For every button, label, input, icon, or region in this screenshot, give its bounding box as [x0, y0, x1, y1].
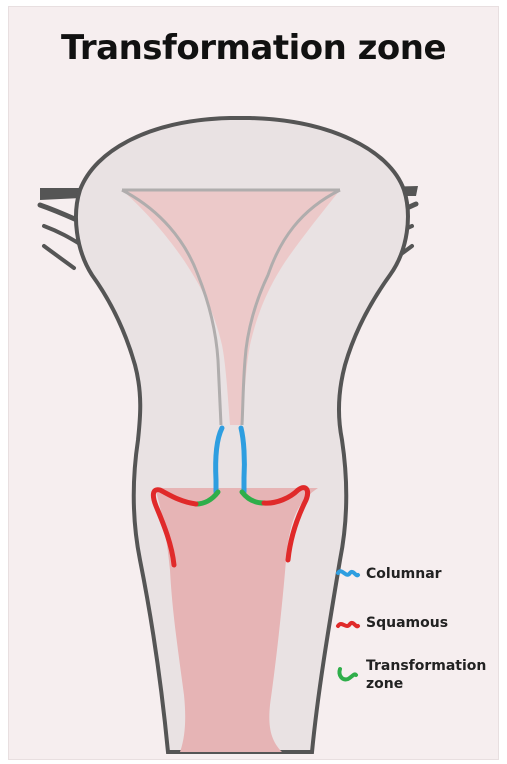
columnar-squiggle-icon — [334, 565, 362, 585]
legend-item-columnar: Columnar — [334, 565, 442, 585]
legend-item-squamous: Squamous — [334, 614, 448, 634]
squamous-squiggle-icon — [334, 614, 362, 634]
transformation-zone-squiggle-icon — [334, 665, 362, 685]
legend-item-transformation-zone: Transformation zone — [334, 657, 504, 693]
legend-label-transformation-zone: Transformation zone — [366, 657, 498, 693]
legend-label-squamous: Squamous — [366, 614, 448, 632]
legend-label-columnar: Columnar — [366, 565, 442, 583]
